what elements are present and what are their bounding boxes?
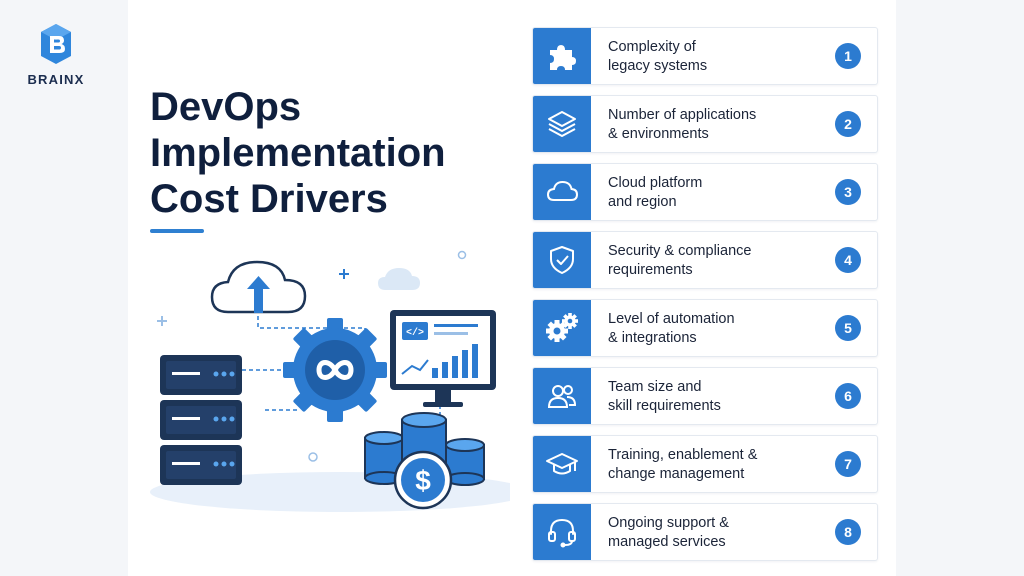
driver-label: Cloud platform and region: [608, 175, 703, 210]
title-line-1: DevOps: [150, 85, 302, 129]
driver-label: Number of applications & environments: [608, 107, 757, 142]
driver-card-7: Training, enablement & change management…: [532, 435, 878, 493]
title-underline: [150, 229, 204, 233]
driver-number-badge: 2: [835, 111, 861, 137]
infinity-gear-icon: [283, 318, 387, 422]
server-rack-icon: [160, 355, 242, 485]
headset-icon: [533, 504, 591, 560]
driver-label: Security & compliance requirements: [608, 243, 752, 278]
driver-number-badge: 4: [835, 247, 861, 273]
driver-label: Level of automation & integrations: [608, 311, 735, 346]
cloud-upload-icon: [210, 260, 307, 314]
driver-number-badge: 8: [835, 519, 861, 545]
driver-number-badge: 6: [835, 383, 861, 409]
code-symbol: </>: [406, 327, 424, 339]
decor-dot: [308, 452, 318, 462]
driver-card-4: Security & compliance requirements 4: [532, 231, 878, 289]
driver-label: Team size and skill requirements: [608, 379, 721, 414]
driver-label: Ongoing support & managed services: [608, 515, 729, 550]
brand: BRAINX: [20, 22, 92, 87]
title-line-2: Implementation: [150, 131, 446, 175]
small-cloud-icon: [378, 268, 420, 290]
driver-card-6: Team size and skill requirements 6: [532, 367, 878, 425]
shield-check-icon: [533, 232, 591, 288]
dollar-symbol: $: [415, 465, 431, 496]
page-title: DevOps Implementation Cost Drivers: [150, 84, 480, 222]
driver-card-2: Number of applications & environments 2: [532, 95, 878, 153]
layers-icon: [533, 96, 591, 152]
team-icon: [533, 368, 591, 424]
decor-dot: [457, 250, 467, 260]
cloud-icon: [533, 164, 591, 220]
driver-number-badge: 1: [835, 43, 861, 69]
gears-icon: [533, 300, 591, 356]
devops-illustration: </> $: [150, 250, 510, 512]
driver-label: Training, enablement & change management: [608, 447, 758, 482]
driver-number-badge: 5: [835, 315, 861, 341]
driver-number-badge: 3: [835, 179, 861, 205]
driver-card-3: Cloud platform and region 3: [532, 163, 878, 221]
graduation-cap-icon: [533, 436, 591, 492]
driver-label: Complexity of legacy systems: [608, 39, 708, 74]
driver-number-badge: 7: [835, 451, 861, 477]
title-line-3: Cost Drivers: [150, 177, 388, 221]
driver-card-5: Level of automation & integrations 5: [532, 299, 878, 357]
brainx-logo-icon: [41, 24, 71, 64]
brand-name: BRAINX: [27, 72, 85, 87]
driver-card-1: Complexity of legacy systems 1: [532, 27, 878, 85]
sparkle-icons: [157, 269, 349, 326]
puzzle-icon: [533, 28, 591, 84]
coin-stack-dollar-icon: $: [364, 412, 485, 510]
driver-card-8: Ongoing support & managed services 8: [532, 503, 878, 561]
monitor-code-chart-icon: </>: [390, 310, 496, 407]
